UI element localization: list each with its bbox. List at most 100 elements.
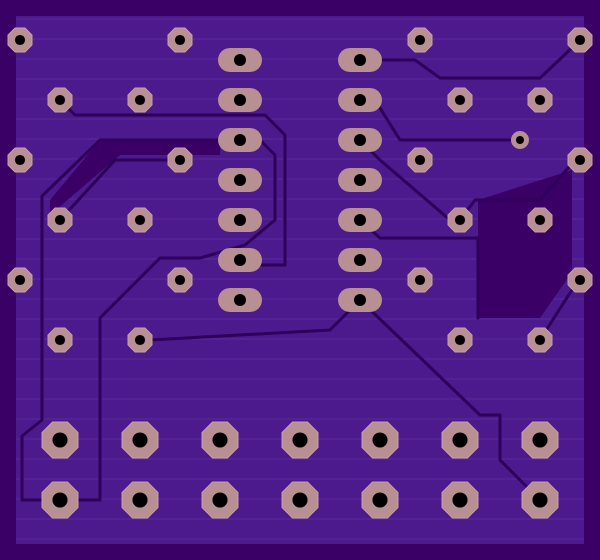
connector-pad	[281, 481, 319, 519]
drill-hole	[354, 294, 366, 306]
ic-pin-right	[338, 88, 382, 112]
connector-pad	[201, 481, 239, 519]
drill-hole	[174, 34, 186, 46]
drill-hole	[132, 432, 148, 448]
drill-hole	[452, 432, 468, 448]
pad	[567, 267, 593, 293]
drill-hole	[234, 174, 246, 186]
connector-pad	[521, 421, 559, 459]
drill-hole	[234, 94, 246, 106]
connector-pad	[121, 421, 159, 459]
via	[511, 131, 529, 149]
drill-hole	[534, 334, 546, 346]
drill-hole	[234, 134, 246, 146]
pads-layer	[7, 27, 593, 519]
drill-hole	[354, 54, 366, 66]
drill-hole	[354, 134, 366, 146]
drill-hole	[452, 492, 468, 508]
drill-hole	[234, 214, 246, 226]
pad	[7, 147, 33, 173]
pad	[527, 327, 553, 353]
drill-hole	[534, 94, 546, 106]
pad	[527, 207, 553, 233]
ic-pin-left	[218, 48, 262, 72]
connector-pad	[281, 421, 319, 459]
trace-to-connector	[358, 298, 542, 502]
drill-hole	[212, 492, 228, 508]
drill-hole	[574, 274, 586, 286]
pad	[167, 27, 193, 53]
drill-hole	[212, 432, 228, 448]
drill-hole	[234, 54, 246, 66]
ic-pin-right	[338, 48, 382, 72]
drill-hole	[414, 34, 426, 46]
pad	[407, 27, 433, 53]
drill-hole	[574, 34, 586, 46]
connector-pad	[361, 421, 399, 459]
connector-pad	[441, 421, 479, 459]
drill-hole	[454, 94, 466, 106]
fill-right-block	[478, 170, 572, 318]
copper-fills	[50, 140, 572, 318]
drill-hole	[414, 154, 426, 166]
drill-hole	[574, 154, 586, 166]
pad	[127, 207, 153, 233]
connector-pad	[441, 481, 479, 519]
ic-pin-left	[218, 208, 262, 232]
ic-pin-right	[338, 128, 382, 152]
pad	[7, 27, 33, 53]
ic-pin-right	[338, 288, 382, 312]
connector-pad	[361, 481, 399, 519]
drill-hole	[52, 492, 68, 508]
drill-hole	[534, 214, 546, 226]
drill-hole	[532, 432, 548, 448]
pad	[447, 87, 473, 113]
ic-pin-right	[338, 208, 382, 232]
drill-hole	[134, 334, 146, 346]
drill-hole	[354, 214, 366, 226]
drill-hole	[234, 254, 246, 266]
connector-pad	[121, 481, 159, 519]
pad	[407, 267, 433, 293]
drill-hole	[354, 254, 366, 266]
drill-hole	[454, 214, 466, 226]
drill-hole	[52, 432, 68, 448]
drill-hole	[174, 154, 186, 166]
drill-hole	[454, 334, 466, 346]
drill-hole	[134, 94, 146, 106]
ic-pin-left	[218, 168, 262, 192]
fill-left-top	[50, 140, 220, 215]
pad	[567, 27, 593, 53]
pad	[567, 147, 593, 173]
trace-upper-bus	[58, 98, 287, 267]
drill-hole	[54, 214, 66, 226]
drill-hole	[134, 214, 146, 226]
pad	[167, 267, 193, 293]
drill-hole	[292, 492, 308, 508]
ic-pin-left	[218, 88, 262, 112]
ic-pin-right	[338, 168, 382, 192]
drill-hole	[174, 274, 186, 286]
pad	[127, 327, 153, 353]
drill-hole	[292, 432, 308, 448]
trace-left-mid	[58, 158, 182, 222]
drill-hole	[132, 492, 148, 508]
drill-hole	[54, 94, 66, 106]
pad	[7, 267, 33, 293]
pad	[167, 147, 193, 173]
drill-hole	[372, 432, 388, 448]
trace-left-outer	[20, 138, 242, 502]
pad	[47, 327, 73, 353]
drill-hole	[234, 294, 246, 306]
drill-hole	[14, 34, 26, 46]
drill-hole	[414, 274, 426, 286]
drill-hole	[532, 492, 548, 508]
connector-pad	[521, 481, 559, 519]
pad	[447, 207, 473, 233]
pad	[447, 327, 473, 353]
connector-pad	[41, 481, 79, 519]
pad	[47, 207, 73, 233]
drill-hole	[372, 492, 388, 508]
